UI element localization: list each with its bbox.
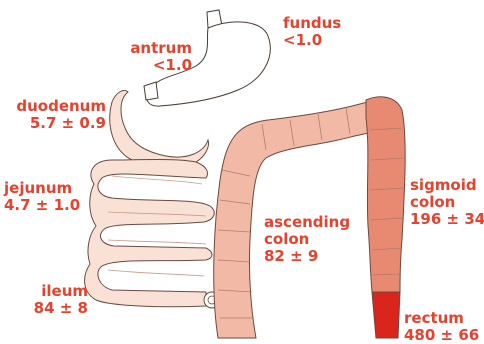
- sigmoid-colon: [366, 97, 405, 292]
- ascending-colon-value: 82 ± 9: [264, 248, 350, 265]
- jejunum: [85, 160, 215, 307]
- ileum-name: ileum: [18, 283, 88, 300]
- ascending-colon-name-line2: colon: [264, 231, 350, 248]
- fundus-name: fundus: [283, 15, 341, 32]
- label-jejunum: jejunum 4.7 ± 1.0: [4, 180, 80, 214]
- label-ileum: ileum 84 ± 8: [18, 283, 88, 317]
- sigmoid-colon-name-line2: colon: [410, 194, 484, 211]
- pylorus: [144, 82, 158, 100]
- sigmoid-colon-name-line1: sigmoid: [410, 177, 484, 194]
- antrum-name: antrum: [122, 40, 192, 57]
- label-ascending-colon: ascending colon 82 ± 9: [264, 214, 350, 265]
- label-antrum: antrum <1.0: [122, 40, 192, 74]
- rectum: [372, 292, 400, 338]
- rectum-name: rectum: [404, 310, 479, 327]
- ileum-value: 84 ± 8: [18, 300, 88, 317]
- label-sigmoid-colon: sigmoid colon 196 ± 34: [410, 177, 484, 228]
- sigmoid-colon-value: 196 ± 34: [410, 211, 484, 228]
- fundus-value: <1.0: [283, 32, 341, 49]
- label-fundus: fundus <1.0: [283, 15, 341, 49]
- jejunum-name: jejunum: [4, 180, 80, 197]
- duodenum-value: 5.7 ± 0.9: [8, 115, 106, 132]
- label-rectum: rectum 480 ± 66: [404, 310, 479, 344]
- label-duodenum: duodenum 5.7 ± 0.9: [8, 98, 106, 132]
- ascending-colon-name-line1: ascending: [264, 214, 350, 231]
- duodenum-name: duodenum: [8, 98, 106, 115]
- jejunum-value: 4.7 ± 1.0: [4, 197, 80, 214]
- antrum-value: <1.0: [122, 57, 192, 74]
- rectum-value: 480 ± 66: [404, 327, 479, 344]
